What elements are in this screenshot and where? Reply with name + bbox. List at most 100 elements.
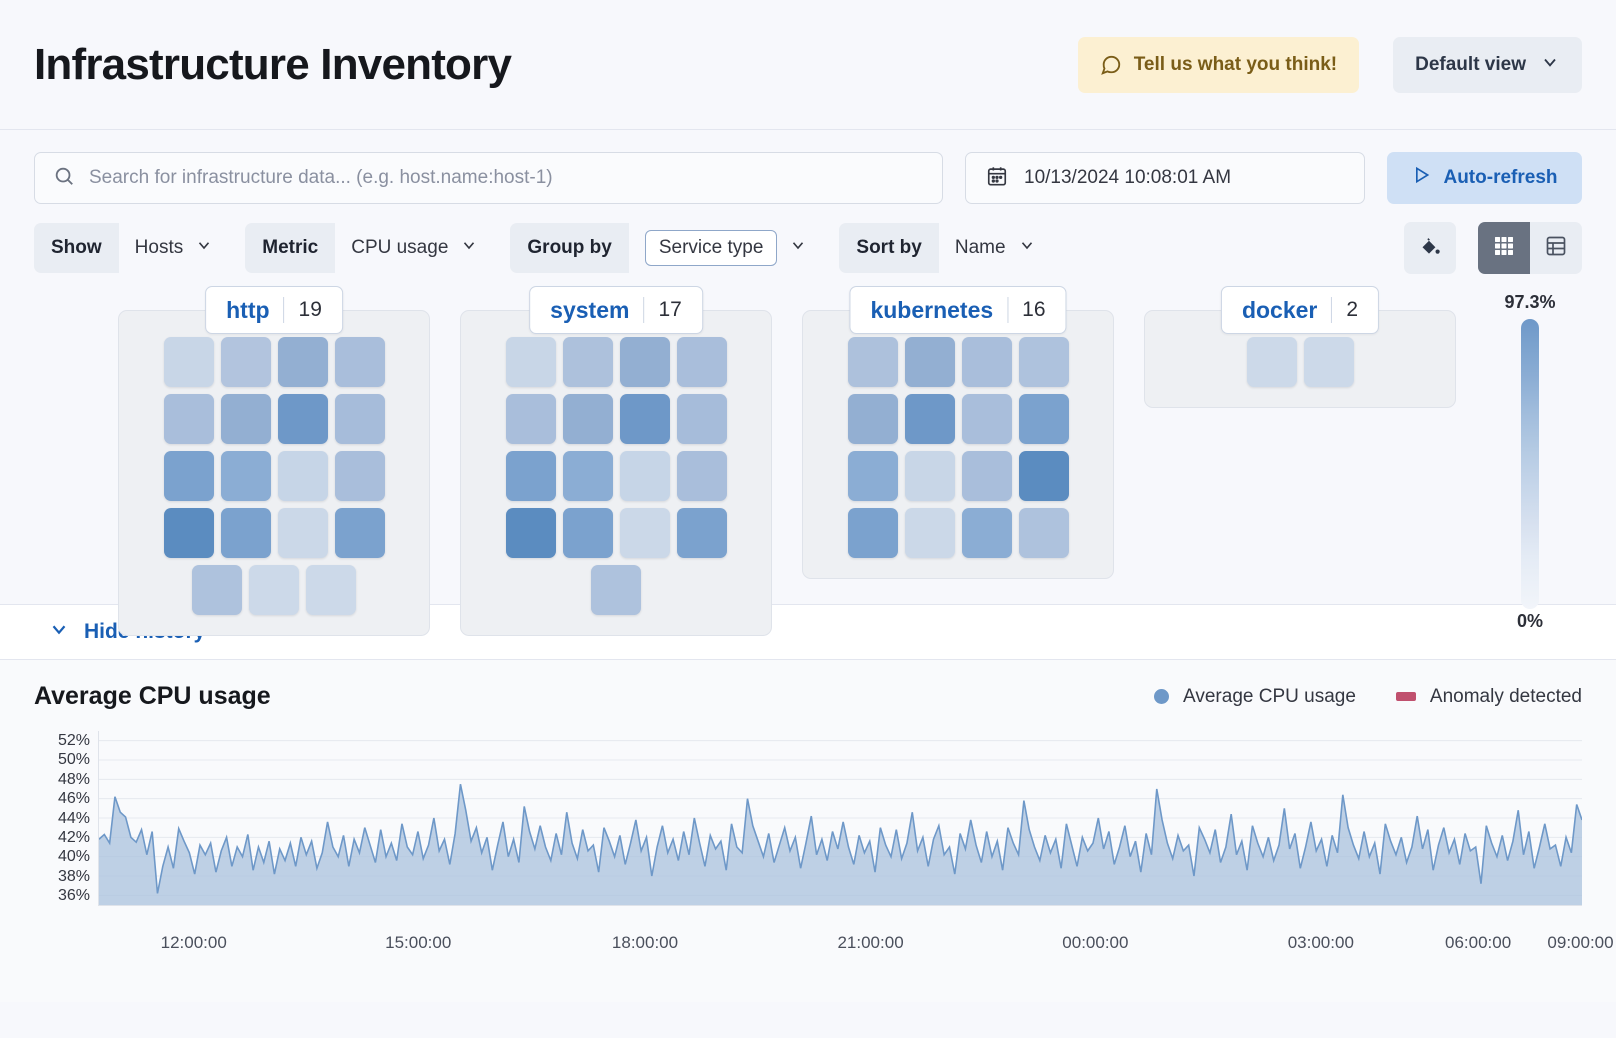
chart-plot-wrapper: 36%38%40%42%44%46%48%50%52% xyxy=(34,731,1582,921)
heatmap-cell[interactable] xyxy=(164,508,214,558)
chart-plot[interactable] xyxy=(98,731,1582,906)
heatmap-cell[interactable] xyxy=(563,337,613,387)
heatmap-cell[interactable] xyxy=(620,508,670,558)
control-sort-by-label: Sort by xyxy=(839,223,938,273)
heatmap-cell[interactable] xyxy=(620,337,670,387)
chevron-down-icon xyxy=(195,236,213,260)
date-picker-value: 10/13/2024 10:08:01 AM xyxy=(1024,167,1231,189)
heatmap-cell[interactable] xyxy=(591,565,641,615)
heatmap-cells xyxy=(1165,337,1435,387)
heatmap-cell[interactable] xyxy=(905,337,955,387)
y-axis-tick: 52% xyxy=(58,732,90,750)
group-name: http xyxy=(212,297,283,324)
heatmap-cell[interactable] xyxy=(335,337,385,387)
group-badge-kubernetes[interactable]: kubernetes16 xyxy=(849,286,1066,334)
group-badge-system[interactable]: system17 xyxy=(529,286,703,334)
heatmap-cell[interactable] xyxy=(848,451,898,501)
y-axis-tick: 46% xyxy=(58,790,90,808)
heatmap-cell[interactable] xyxy=(1019,508,1069,558)
legend-item-average-cpu-usage[interactable]: Average CPU usage xyxy=(1154,686,1356,708)
heatmap-cell[interactable] xyxy=(1019,337,1069,387)
heatmap-cell[interactable] xyxy=(221,451,271,501)
page-header: Infrastructure Inventory Tell us what yo… xyxy=(0,0,1616,130)
heatmap-cell[interactable] xyxy=(848,394,898,444)
heatmap-cell[interactable] xyxy=(905,394,955,444)
control-show-select[interactable]: Hosts xyxy=(119,223,230,273)
chart-svg xyxy=(99,731,1582,905)
heatmap-cell[interactable] xyxy=(164,451,214,501)
x-axis-tick: 21:00:00 xyxy=(837,933,903,953)
heatmap-cell[interactable] xyxy=(620,451,670,501)
group-name: docker xyxy=(1228,297,1331,324)
heatmap-cell[interactable] xyxy=(335,451,385,501)
heatmap-cell[interactable] xyxy=(962,337,1012,387)
heatmap-cell[interactable] xyxy=(506,394,556,444)
y-axis-tick: 44% xyxy=(58,810,90,828)
heatmap-cell[interactable] xyxy=(164,394,214,444)
heatmap-cell[interactable] xyxy=(506,451,556,501)
control-sort-by-select[interactable]: Name xyxy=(939,223,1052,273)
chart-legend: Average CPU usage Anomaly detected xyxy=(1154,686,1582,708)
heatmap-cell[interactable] xyxy=(677,394,727,444)
control-metric-select[interactable]: CPU usage xyxy=(335,223,494,273)
heatmap-cell[interactable] xyxy=(677,451,727,501)
heatmap-cell[interactable] xyxy=(164,337,214,387)
heatmap-cell[interactable] xyxy=(1304,337,1354,387)
table-view-button[interactable] xyxy=(1530,222,1582,274)
group-badge-docker[interactable]: docker2 xyxy=(1221,286,1379,334)
heatmap-cell[interactable] xyxy=(221,337,271,387)
heatmap-cell[interactable] xyxy=(962,394,1012,444)
group-count: 19 xyxy=(285,298,336,322)
heatmap-cell[interactable] xyxy=(506,508,556,558)
heatmap-cell[interactable] xyxy=(192,565,242,615)
heatmap-cell[interactable] xyxy=(221,508,271,558)
heatmap-cells xyxy=(823,337,1093,558)
feedback-button[interactable]: Tell us what you think! xyxy=(1078,37,1359,93)
heatmap-cell[interactable] xyxy=(620,394,670,444)
heatmap-cell[interactable] xyxy=(905,508,955,558)
legend-min-value: 0% xyxy=(1496,611,1564,632)
heatmap-cell[interactable] xyxy=(1019,394,1069,444)
x-axis-tick: 06:00:00 xyxy=(1445,933,1511,953)
heatmap-cell[interactable] xyxy=(1019,451,1069,501)
color-fill-icon-button[interactable] xyxy=(1404,222,1456,274)
heatmap-cell[interactable] xyxy=(306,565,356,615)
legend-item-anomaly-detected[interactable]: Anomaly detected xyxy=(1396,686,1582,708)
heatmap-cell[interactable] xyxy=(249,565,299,615)
grid-view-button[interactable] xyxy=(1478,222,1530,274)
heatmap-cell[interactable] xyxy=(848,337,898,387)
heatmap-cell[interactable] xyxy=(677,508,727,558)
group-badge-http[interactable]: http19 xyxy=(205,286,343,334)
control-group-by-value: Service type xyxy=(645,230,778,266)
chart-x-axis: 12:00:0015:00:0018:00:0021:00:0000:00:00… xyxy=(98,921,1582,961)
heatmap-cell[interactable] xyxy=(278,508,328,558)
heatmap-cell[interactable] xyxy=(278,394,328,444)
legend-dot-icon xyxy=(1154,689,1169,704)
heatmap-cell[interactable] xyxy=(335,508,385,558)
heatmap-cell[interactable] xyxy=(506,337,556,387)
control-group-by-select[interactable]: Service type xyxy=(629,223,824,273)
heatmap-cell[interactable] xyxy=(221,394,271,444)
group-body xyxy=(802,310,1114,579)
date-picker[interactable]: 10/13/2024 10:08:01 AM xyxy=(965,152,1365,204)
heatmap-cell[interactable] xyxy=(335,394,385,444)
search-input[interactable]: Search for infrastructure data... (e.g. … xyxy=(34,152,943,204)
grid-view-icon xyxy=(1492,234,1516,263)
comment-icon xyxy=(1100,54,1122,76)
control-sort-by: Sort by Name xyxy=(839,223,1051,273)
heatmap-cell[interactable] xyxy=(563,508,613,558)
heatmap-cell[interactable] xyxy=(278,337,328,387)
heatmap-cell[interactable] xyxy=(848,508,898,558)
heatmap-cell[interactable] xyxy=(962,508,1012,558)
heatmap-cell[interactable] xyxy=(1247,337,1297,387)
heatmap-cell[interactable] xyxy=(563,394,613,444)
heatmap-cell[interactable] xyxy=(677,337,727,387)
auto-refresh-button[interactable]: Auto-refresh xyxy=(1387,152,1582,204)
heatmap-cell[interactable] xyxy=(905,451,955,501)
default-view-button[interactable]: Default view xyxy=(1393,37,1582,93)
heatmap-cell[interactable] xyxy=(563,451,613,501)
heatmap-cell[interactable] xyxy=(278,451,328,501)
heatmap-cell[interactable] xyxy=(962,451,1012,501)
heatmap-group-docker: docker2 xyxy=(1144,286,1456,408)
